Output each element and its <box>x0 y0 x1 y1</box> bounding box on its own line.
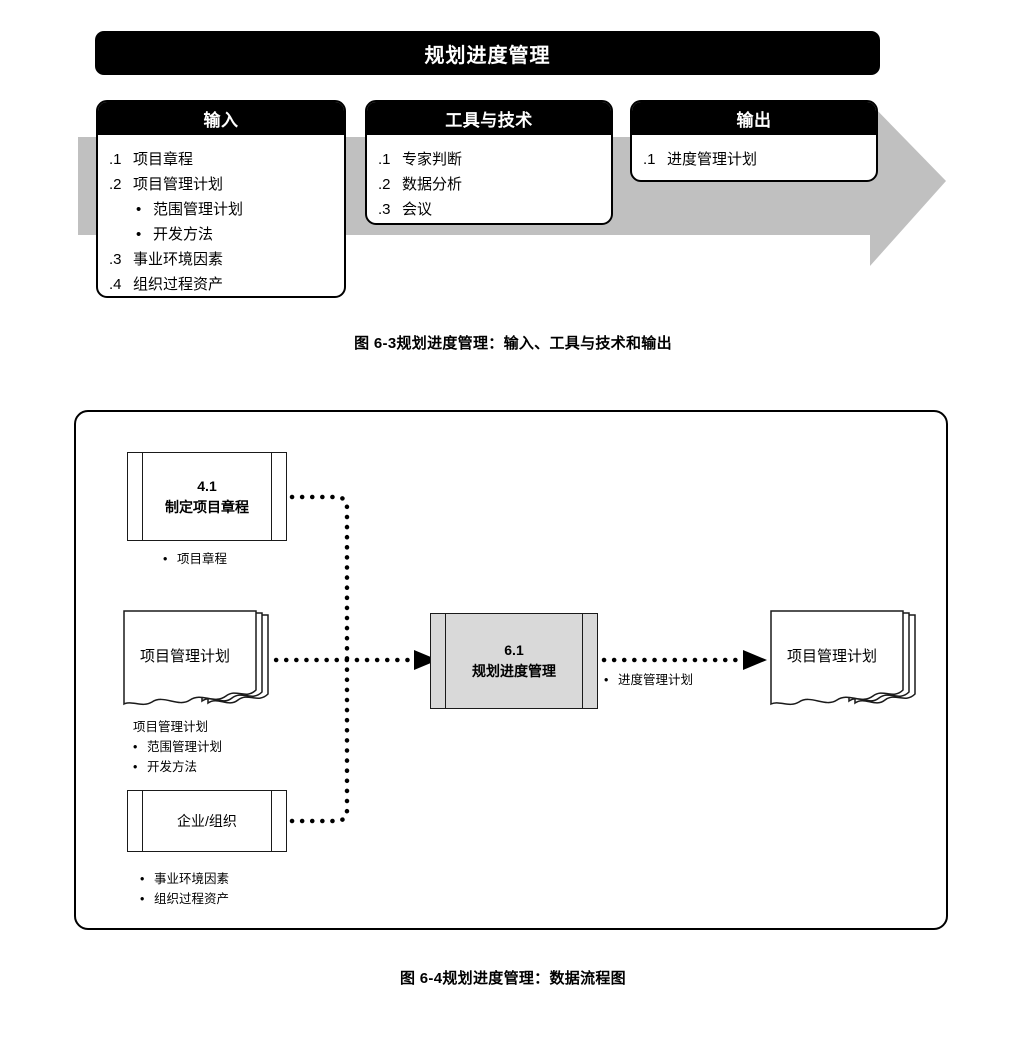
tools-item-number: .3 <box>378 201 391 218</box>
output-label: 组织过程资产 <box>154 892 230 906</box>
document-stack-icon <box>770 610 916 706</box>
inputs-item-number: .4 <box>109 276 122 293</box>
process-4-1-number: 4.1 <box>197 477 217 494</box>
document-project-management-plan-input: 项目管理计划 <box>118 608 278 718</box>
process-6-1-outputs: • 进度管理计划 <box>604 670 693 690</box>
detail-label: 开发方法 <box>147 760 198 774</box>
process-box-enterprise-organization: 企业/组织 <box>127 790 287 852</box>
list-item: • 开发方法 <box>133 757 222 777</box>
figure-6-4-caption: 图 6-4规划进度管理：数据流程图 <box>400 970 626 987</box>
process-box-4-1-text: 4.1 制定项目章程 <box>165 476 249 518</box>
bullet-icon: • <box>133 740 138 754</box>
outputs-box: 输出 .1 进度管理计划 <box>630 100 878 182</box>
document-stack-icon <box>123 610 269 706</box>
itto-diagram: 规划进度管理 输入 .1 项目章程 .2 项目管理计划 • 范围管理计划 <box>0 0 1026 380</box>
inputs-item-label: 项目章程 <box>133 151 194 168</box>
inputs-item: .1 项目章程 <box>98 147 344 172</box>
process-6-1-name: 规划进度管理 <box>472 663 556 679</box>
process-4-1-name: 制定项目章程 <box>165 498 249 515</box>
outputs-header: 输出 <box>632 102 876 135</box>
output-label: 进度管理计划 <box>618 673 694 687</box>
inputs-item-number: .3 <box>109 251 122 268</box>
detail-title: 项目管理计划 <box>133 720 209 734</box>
inputs-subitem: • 开发方法 <box>98 222 344 247</box>
document-project-management-plan-output: 项目管理计划 <box>765 608 925 718</box>
process-box-6-1: 6.1 规划进度管理 <box>430 613 598 709</box>
list-item: 项目管理计划 <box>133 717 222 737</box>
inputs-header-label: 输入 <box>203 111 239 130</box>
outputs-item: .1 进度管理计划 <box>632 147 876 172</box>
figure-6-3-caption: 图 6-3规划进度管理：输入、工具与技术和输出 <box>354 335 672 352</box>
pmp-input-details: 项目管理计划 • 范围管理计划 • 开发方法 <box>133 717 222 777</box>
list-item: • 组织过程资产 <box>140 889 229 909</box>
tools-and-techniques-box: 工具与技术 .1 专家判断 .2 数据分析 .3 会议 <box>365 100 613 225</box>
process-6-1-number: 6.1 <box>504 642 524 658</box>
process-4-1-outputs: • 项目章程 <box>163 549 227 569</box>
bullet-icon: • <box>140 892 145 906</box>
outputs-item-label: 进度管理计划 <box>667 151 758 168</box>
document-label: 项目管理计划 <box>787 648 878 665</box>
tools-header-label: 工具与技术 <box>445 111 533 130</box>
bullet-icon: • <box>163 552 168 566</box>
process-box-4-1: 4.1 制定项目章程 <box>127 452 287 541</box>
tools-header: 工具与技术 <box>367 102 611 135</box>
list-item: • 项目章程 <box>163 549 227 569</box>
tools-list: .1 专家判断 .2 数据分析 .3 会议 <box>367 135 611 223</box>
list-item: • 进度管理计划 <box>604 670 693 690</box>
process-title-text: 规划进度管理 <box>424 44 551 67</box>
bullet-icon: • <box>604 673 609 687</box>
inputs-item-number: .1 <box>109 151 122 168</box>
inputs-item-label: 项目管理计划 <box>133 176 224 193</box>
inputs-item-label: 组织过程资产 <box>133 276 224 293</box>
output-label: 事业环境因素 <box>154 872 230 886</box>
tools-item: .1 专家判断 <box>367 147 611 172</box>
inputs-item: .4 组织过程资产 <box>98 272 344 296</box>
detail-label: 范围管理计划 <box>147 740 223 754</box>
tools-item: .3 会议 <box>367 197 611 222</box>
inputs-item-label: 事业环境因素 <box>133 251 224 268</box>
inputs-subitem-label: 范围管理计划 <box>153 201 244 218</box>
document-label: 项目管理计划 <box>140 648 231 665</box>
tools-item-label: 数据分析 <box>402 176 463 193</box>
inputs-list: .1 项目章程 .2 项目管理计划 • 范围管理计划 • 开发方法 .3 事 <box>98 135 344 296</box>
process-title-banner: 规划进度管理 <box>95 31 880 75</box>
list-item: • 范围管理计划 <box>133 737 222 757</box>
process-box-6-1-text: 6.1 规划进度管理 <box>472 640 556 682</box>
enterprise-outputs: • 事业环境因素 • 组织过程资产 <box>140 869 229 909</box>
output-label: 项目章程 <box>177 552 228 566</box>
inputs-item: .3 事业环境因素 <box>98 247 344 272</box>
outputs-item-number: .1 <box>643 151 656 168</box>
inputs-subitem-label: 开发方法 <box>153 226 214 243</box>
outputs-header-label: 输出 <box>736 111 772 130</box>
inputs-item: .2 项目管理计划 <box>98 172 344 197</box>
list-item: • 事业环境因素 <box>140 869 229 889</box>
tools-item-number: .1 <box>378 151 391 168</box>
bullet-icon: • <box>133 760 138 774</box>
outputs-list: .1 进度管理计划 <box>632 135 876 180</box>
inputs-subitem: • 范围管理计划 <box>98 197 344 222</box>
tools-item-number: .2 <box>378 176 391 193</box>
bullet-icon: • <box>136 226 142 243</box>
inputs-item-number: .2 <box>109 176 122 193</box>
inputs-header: 输入 <box>98 102 344 135</box>
bullet-icon: • <box>140 872 145 886</box>
bullet-icon: • <box>136 201 142 218</box>
process-enterprise-name: 企业/组织 <box>177 812 237 829</box>
inputs-box: 输入 .1 项目章程 .2 项目管理计划 • 范围管理计划 • 开发方法 <box>96 100 346 298</box>
process-enterprise-text: 企业/组织 <box>177 811 237 832</box>
tools-item-label: 会议 <box>402 201 433 218</box>
tools-item-label: 专家判断 <box>402 151 463 168</box>
tools-item: .2 数据分析 <box>367 172 611 197</box>
